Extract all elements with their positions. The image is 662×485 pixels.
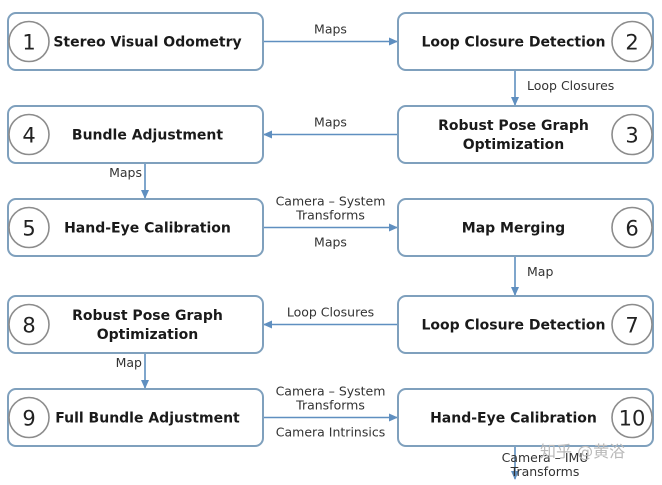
edge-label: Loop Closures: [287, 305, 374, 320]
node-number-badge: [8, 396, 50, 439]
node-number-badge: [611, 206, 653, 249]
node-number-badge: [611, 396, 653, 439]
edge-label: Maps: [314, 235, 347, 250]
node-number: 3: [625, 124, 638, 148]
node-box: [397, 198, 654, 257]
node-label: Robust Pose Graph: [72, 308, 223, 324]
node-number: 8: [22, 314, 35, 338]
node-label: Bundle Adjustment: [72, 128, 223, 144]
node-label: Map Merging: [462, 221, 565, 237]
node-label: Hand-Eye Calibration: [64, 221, 231, 237]
node-1: 1 Stereo Visual Odometry: [7, 12, 264, 71]
node-number: 4: [22, 124, 35, 148]
edge-label: Maps: [314, 115, 347, 130]
edge-label: Transforms: [295, 398, 365, 413]
node-number: 10: [619, 407, 646, 431]
node-4: 4 Bundle Adjustment: [7, 105, 264, 164]
node-number: 9: [22, 407, 35, 431]
watermark: 知乎 @黄浴: [540, 442, 625, 461]
node-label: Optimization: [463, 137, 564, 153]
node-label: Optimization: [97, 327, 198, 343]
edge-label: Camera – System: [276, 384, 386, 399]
node-number-badge: [8, 113, 50, 156]
node-box: [7, 388, 264, 447]
node-number-badge: [611, 303, 653, 346]
node-box: [7, 198, 264, 257]
node-number: 5: [22, 217, 35, 241]
node-label: Loop Closure Detection: [422, 318, 606, 334]
node-number: 1: [22, 31, 35, 55]
edge-label: Transforms: [510, 464, 580, 479]
node-box: [397, 295, 654, 354]
edge-label: Loop Closures: [527, 78, 614, 93]
node-box: [7, 105, 264, 164]
edge-label: Camera – System: [276, 194, 386, 209]
node-number-badge: [8, 20, 50, 63]
node-number-badge: [8, 303, 50, 346]
edge-label: Camera – IMU: [502, 450, 589, 465]
node-label: Loop Closure Detection: [422, 35, 606, 51]
node-number-badge: [611, 20, 653, 63]
edge-label: Camera Intrinsics: [276, 425, 385, 440]
node-10: 10 Hand-Eye Calibration: [397, 388, 654, 447]
node-label: Stereo Visual Odometry: [53, 35, 241, 51]
node-box: [397, 388, 654, 447]
node-box: [397, 105, 654, 164]
edge-label: Maps: [109, 165, 142, 180]
node-number: 2: [625, 31, 638, 55]
node-box: [7, 295, 264, 354]
node-2: 2 Loop Closure Detection: [397, 12, 654, 71]
watermark-text: 知乎 @黄浴: [540, 442, 625, 461]
node-7: 7 Loop Closure Detection: [397, 295, 654, 354]
node-5: 5 Hand-Eye Calibration: [7, 198, 264, 257]
node-box: [397, 12, 654, 71]
node-number-badge: [8, 206, 50, 249]
node-number-badge: [611, 113, 653, 156]
node-9: 9 Full Bundle Adjustment: [7, 388, 264, 447]
edge-label: Map: [527, 264, 553, 279]
node-label: Robust Pose Graph: [438, 118, 589, 134]
node-box: [7, 12, 264, 71]
node-6: 6 Map Merging: [397, 198, 654, 257]
edge-label: Map: [116, 355, 142, 370]
edge-label: Maps: [314, 22, 347, 37]
edge-label: Transforms: [295, 208, 365, 223]
node-label: Full Bundle Adjustment: [55, 411, 240, 427]
node-number: 7: [625, 314, 638, 338]
node-number: 6: [625, 217, 638, 241]
node-label: Hand-Eye Calibration: [430, 411, 597, 427]
